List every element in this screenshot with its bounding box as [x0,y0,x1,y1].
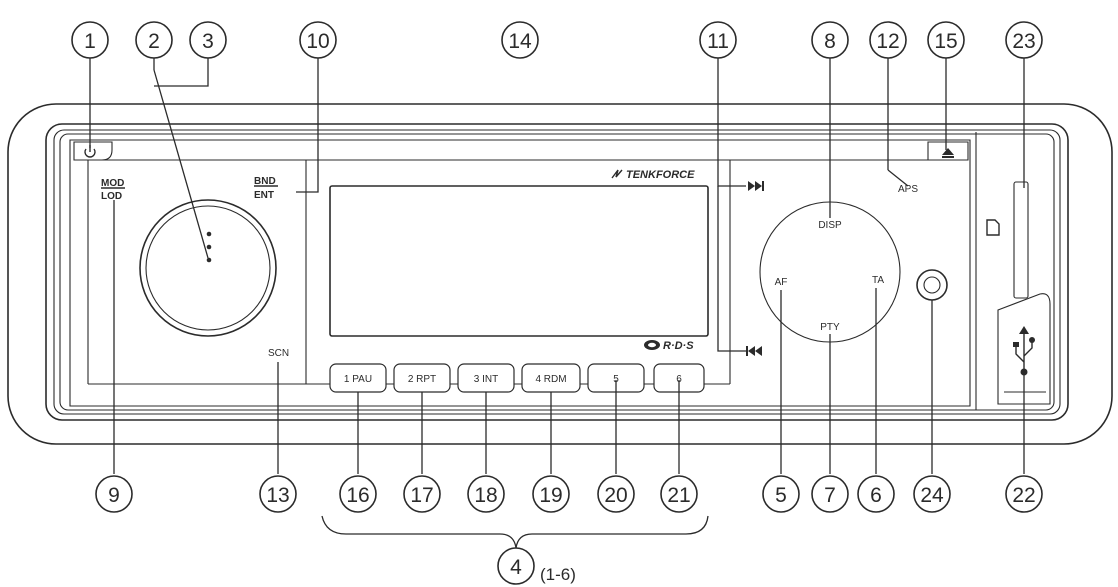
svg-text:22: 22 [1012,484,1035,507]
mod-lod-button[interactable]: MOD LOD [101,178,125,202]
pty-button[interactable]: PTY [820,322,840,333]
usb-port[interactable] [997,293,1051,405]
callout-24: 24 [913,475,951,513]
svg-text:19: 19 [539,484,562,507]
svg-text:2 RPT: 2 RPT [408,374,436,385]
front-panel [7,103,1113,445]
ent-label: ENT [254,190,274,201]
usb-icon [1013,326,1035,376]
callout-4: 4 [497,547,535,585]
callout-8: 8 [811,21,849,59]
rds-text: R·D·S [663,340,694,352]
svg-text:3: 3 [202,30,214,53]
sd-card-slot[interactable] [986,181,1029,299]
band-enter-button[interactable]: BND ENT [254,176,278,201]
callout-9: 9 [95,475,133,513]
skip-next-button[interactable] [748,181,764,191]
svg-text:12: 12 [876,30,899,53]
callout-17: 17 [403,475,441,513]
skip-next-icon [748,181,764,191]
callout-15: 15 [927,21,965,59]
svg-text:6: 6 [676,374,682,385]
svg-text:16: 16 [346,484,369,507]
bnd-label: BND [254,176,276,187]
callout-1: 1 [71,21,109,59]
brand-logo: TENKFORCE [611,169,695,181]
lod-label: LOD [101,191,122,202]
aux-input-jack[interactable] [916,269,948,301]
preset-button-4[interactable]: 4 RDM [521,363,581,393]
af-button[interactable]: AF [775,277,788,288]
callout-5: 5 [762,475,800,513]
callout-21: 21 [660,475,698,513]
svg-text:24: 24 [920,484,944,507]
skip-previous-icon [746,346,762,356]
preset-buttons: 1 PAU 2 RPT 3 INT 4 RDM 5 6 [329,363,705,393]
lcd-display [329,185,709,337]
svg-text:20: 20 [604,484,627,507]
svg-text:5: 5 [613,374,619,385]
rds-logo: R·D·S [644,340,694,352]
preset-button-1[interactable]: 1 PAU [329,363,387,393]
callout-23: 23 [1005,21,1043,59]
callout-3: 3 [189,21,227,59]
callout-18: 18 [467,475,505,513]
svg-text:10: 10 [306,30,329,53]
svg-text:4: 4 [510,556,522,579]
svg-text:9: 9 [108,484,120,507]
svg-text:6: 6 [870,484,882,507]
preset-button-3[interactable]: 3 INT [457,363,515,393]
svg-text:4 RDM: 4 RDM [535,374,566,385]
aps-button[interactable]: APS [898,184,918,195]
callout-6: 6 [857,475,895,513]
svg-text:8: 8 [824,30,836,53]
leader-lines [89,58,1025,474]
svg-text:7: 7 [824,484,836,507]
scan-button[interactable]: SCN [268,348,289,359]
svg-text:17: 17 [410,484,433,507]
mod-label: MOD [101,178,124,189]
preset-bracket [321,515,709,549]
sd-card-icon [986,219,1000,236]
callout-13: 13 [259,475,297,513]
svg-text:21: 21 [667,484,690,507]
svg-text:3 INT: 3 INT [474,374,498,385]
svg-text:11: 11 [707,30,729,53]
rds-logo-icon [644,340,660,350]
ta-button[interactable]: TA [872,275,884,286]
eject-icon [942,148,954,158]
callout-16: 16 [339,475,377,513]
callout-7: 7 [811,475,849,513]
svg-text:14: 14 [508,30,532,53]
callout-20: 20 [597,475,635,513]
svg-text:23: 23 [1012,30,1035,53]
preset-button-2[interactable]: 2 RPT [393,363,451,393]
callout-11: 11 [699,21,737,59]
svg-text:18: 18 [474,484,497,507]
svg-text:1 PAU: 1 PAU [344,374,372,385]
svg-text:1: 1 [84,30,96,53]
brand-name: TENKFORCE [626,169,695,181]
callout-4-range: (1-6) [540,565,576,584]
power-button[interactable] [73,141,113,161]
svg-text:13: 13 [266,484,289,507]
svg-text:15: 15 [934,30,957,53]
callout-10: 10 [299,21,337,59]
callout-14: 14 [501,21,539,59]
callouts: 1 2 3 10 14 11 8 12 15 23 9 13 16 17 18 … [71,21,1043,585]
svg-text:5: 5 [775,484,787,507]
callout-19: 19 [532,475,570,513]
callout-2: 2 [135,21,173,59]
callout-22: 22 [1005,475,1043,513]
eject-button[interactable] [927,141,969,161]
svg-text:2: 2 [148,30,160,53]
volume-knob[interactable] [139,199,277,337]
callout-12: 12 [869,21,907,59]
skip-previous-button[interactable] [746,346,762,356]
disp-button[interactable]: DISP [818,220,842,231]
